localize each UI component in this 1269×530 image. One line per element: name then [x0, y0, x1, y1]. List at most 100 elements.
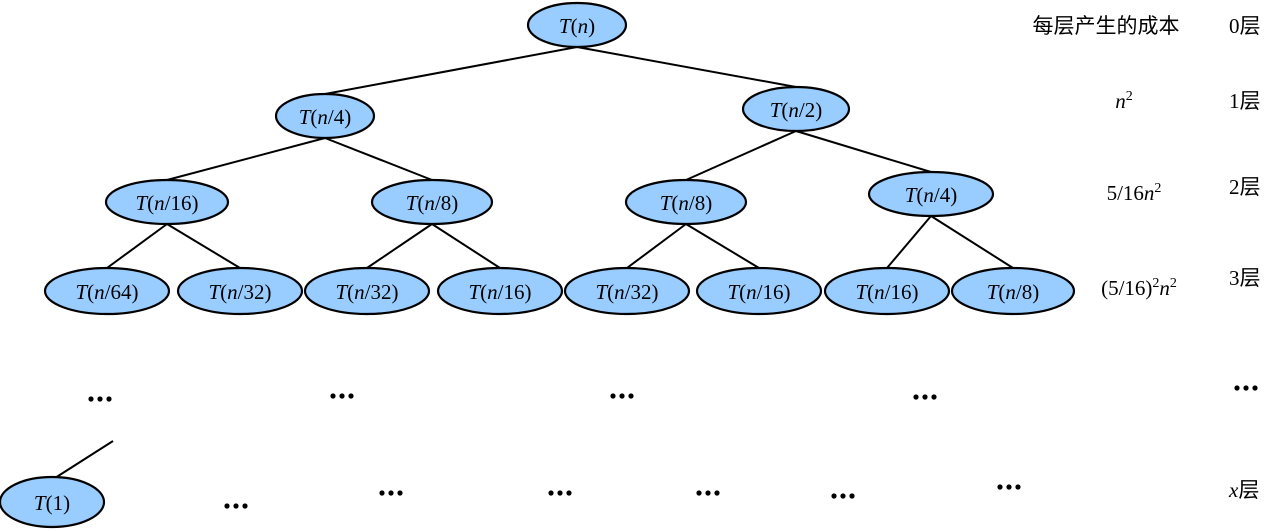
node-ellipse — [526, 1, 628, 49]
ellipsis-marker — [997, 484, 1021, 490]
tree-node-l2b: T(n/8) — [370, 178, 494, 226]
edge-l2d-l3g — [886, 215, 932, 269]
ellipsis-dot — [88, 396, 94, 402]
node-ellipse — [0, 475, 106, 529]
level-label-0: 0层 — [1229, 14, 1261, 38]
ellipsis-dot — [610, 393, 616, 399]
ellipsis-markers — [88, 385, 1258, 509]
level-label-3: 3层 — [1229, 266, 1261, 290]
ellipsis-marker — [379, 490, 403, 496]
ellipsis-dot — [348, 393, 354, 399]
ellipsis-dot — [696, 490, 702, 496]
edge-l2c-l3f — [685, 223, 760, 269]
node-label: T(n) — [559, 14, 595, 38]
tree-edges — [106, 46, 1014, 269]
ellipsis-dot — [106, 396, 112, 402]
cost-level-1: n2 — [1115, 89, 1133, 113]
node-ellipse — [950, 266, 1076, 316]
ellipsis-marker — [610, 393, 634, 399]
node-ellipse — [436, 266, 564, 316]
tree-node-l2d: T(n/4) — [867, 170, 995, 218]
level-label-2: 2层 — [1229, 175, 1261, 199]
node-label: T(n/8) — [660, 191, 713, 215]
ellipsis-dot — [379, 490, 385, 496]
node-ellipse — [867, 170, 995, 218]
node-ellipse — [624, 178, 748, 226]
node-label: T(n/16) — [468, 280, 531, 304]
ellipsis-marker — [913, 394, 937, 400]
ellipsis-dot — [831, 493, 837, 499]
ellipsis-marker — [1234, 385, 1258, 391]
node-label: T(1) — [34, 491, 70, 515]
edge-l2d-l3h — [930, 215, 1014, 269]
edge-to-leaf — [54, 440, 114, 479]
ellipsis-dot — [397, 490, 403, 496]
node-label: T(n/32) — [335, 280, 398, 304]
ellipsis-dot — [97, 396, 103, 402]
tree-node-l3d: T(n/16) — [436, 266, 564, 316]
ellipsis-dot — [330, 393, 336, 399]
node-ellipse — [43, 266, 171, 316]
ellipsis-dot — [849, 493, 855, 499]
edge-root-l1b — [576, 46, 797, 88]
ellipsis-marker — [88, 396, 112, 402]
tree-node-l1a: T(n/4) — [274, 92, 376, 140]
ellipsis-dot — [1006, 484, 1012, 490]
edge-l2b-l3d — [431, 223, 501, 269]
node-label: T(n/32) — [595, 280, 658, 304]
ellipsis-dot — [388, 490, 394, 496]
edge-l1a-l2a — [166, 137, 326, 181]
level-label-x: x层 — [1228, 478, 1259, 502]
tree-node-l2c: T(n/8) — [624, 178, 748, 226]
ellipsis-dot — [224, 503, 230, 509]
ellipsis-marker — [696, 490, 720, 496]
ellipsis-dot — [840, 493, 846, 499]
tree-node-leaf: T(1) — [0, 475, 106, 529]
node-label: T(n/32) — [208, 280, 271, 304]
tree-node-l3h: T(n/8) — [950, 266, 1076, 316]
edge-l2a-l3b — [166, 223, 241, 269]
ellipsis-marker — [330, 393, 354, 399]
node-label: T(n/4) — [905, 183, 958, 207]
ellipsis-dot — [714, 490, 720, 496]
tree-node-l3g: T(n/16) — [823, 266, 951, 316]
tree-node-l3c: T(n/32) — [303, 266, 431, 316]
ellipsis-dot — [922, 394, 928, 400]
node-ellipse — [370, 178, 494, 226]
cost-level-2: 5/16n2 — [1107, 181, 1162, 205]
node-label: T(n/8) — [406, 191, 459, 215]
ellipsis-dot — [548, 490, 554, 496]
node-label: T(n/8) — [987, 280, 1040, 304]
ellipsis-dot — [705, 490, 711, 496]
edge-l1b-l2c — [685, 130, 797, 181]
node-ellipse — [741, 85, 851, 133]
edge-l2c-l3e — [626, 223, 687, 269]
ellipsis-dot — [242, 503, 248, 509]
edge-root-l1a — [324, 46, 578, 95]
ellipsis-dot — [913, 394, 919, 400]
node-label: T(n/4) — [299, 105, 352, 129]
node-label: T(n/64) — [75, 280, 138, 304]
tree-node-root: T(n) — [526, 1, 628, 49]
ellipsis-dot — [233, 503, 239, 509]
ellipsis-marker — [548, 490, 572, 496]
cost-header: 每层产生的成本 — [1033, 14, 1180, 38]
node-label: T(n/2) — [770, 98, 823, 122]
node-label: T(n/16) — [727, 280, 790, 304]
node-ellipse — [695, 266, 823, 316]
ellipsis-dot — [339, 393, 345, 399]
tree-node-l3b: T(n/32) — [176, 266, 304, 316]
ellipsis-marker — [831, 493, 855, 499]
edge-l1a-l2b — [324, 137, 433, 181]
ellipsis-dot — [1234, 385, 1240, 391]
ellipsis-dot — [1243, 385, 1249, 391]
ellipsis-dot — [619, 393, 625, 399]
tree-node-l1b: T(n/2) — [741, 85, 851, 133]
node-ellipse — [176, 266, 304, 316]
node-ellipse — [563, 266, 691, 316]
level-label-1: 1层 — [1229, 89, 1261, 113]
node-label: T(n/16) — [135, 191, 198, 215]
node-ellipse — [823, 266, 951, 316]
tree-node-l2a: T(n/16) — [104, 178, 230, 226]
